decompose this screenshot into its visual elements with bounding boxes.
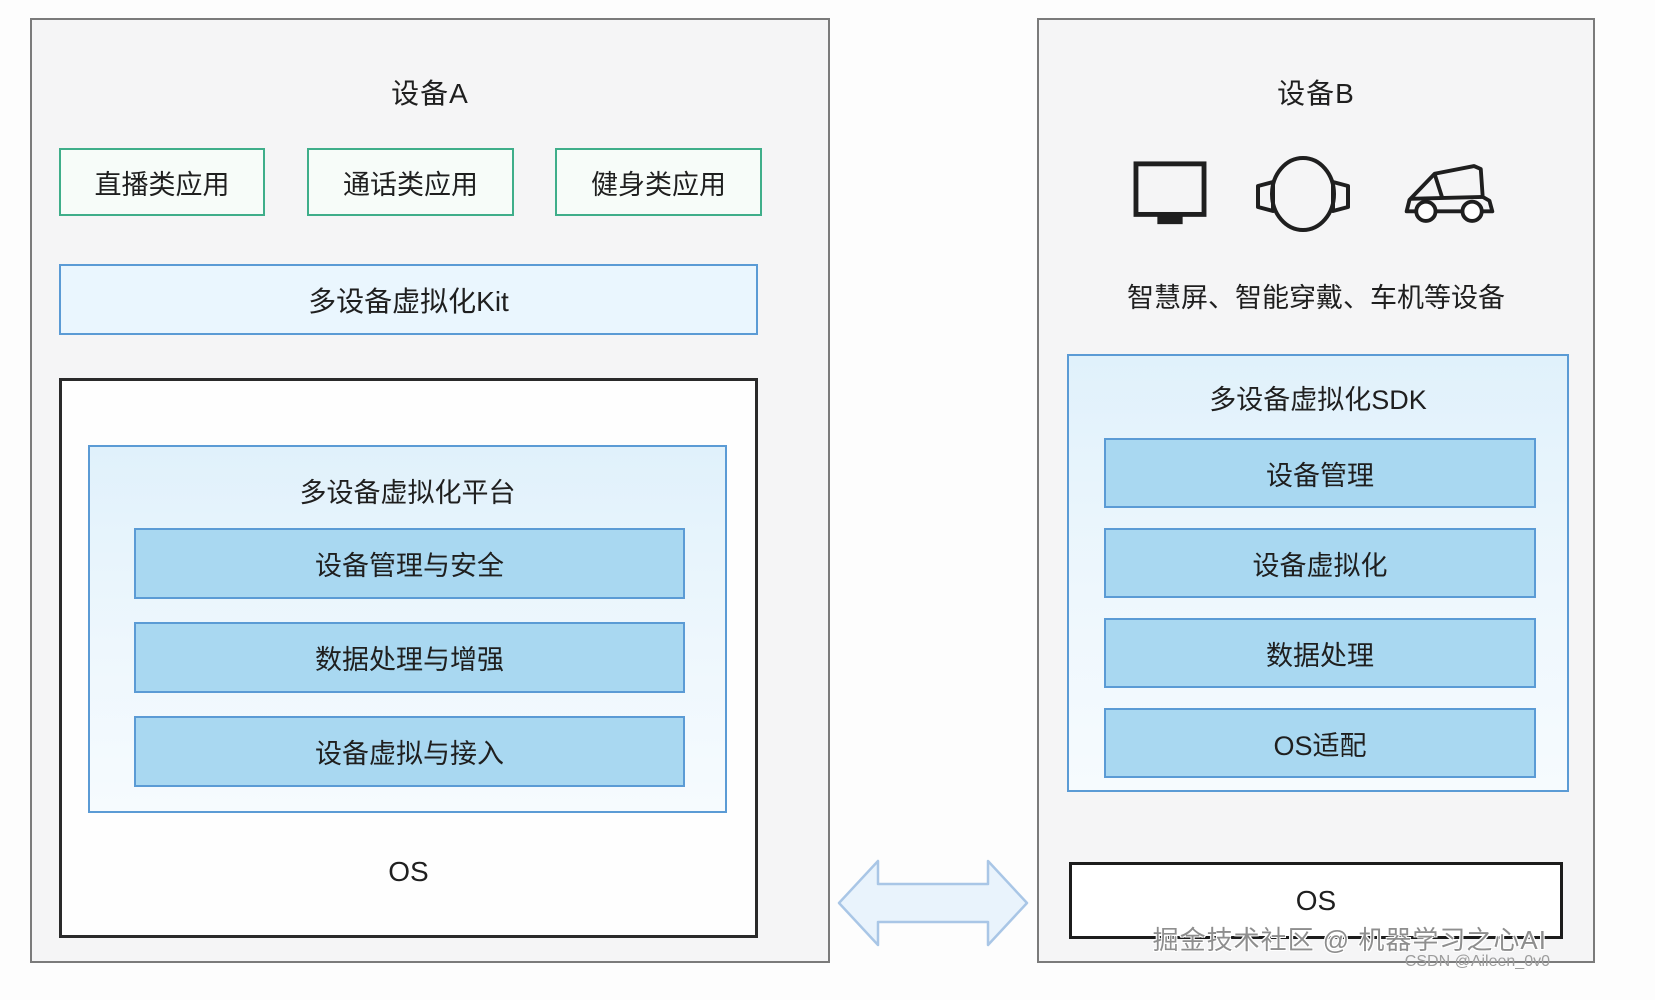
virtualization-sdk-title: 多设备虚拟化SDK bbox=[1209, 385, 1427, 415]
module-device-mgmt-security: 设备管理与安全 bbox=[134, 528, 685, 599]
module-label: 设备虚拟与接入 bbox=[315, 739, 504, 769]
device-b-os-label: OS bbox=[1295, 884, 1337, 916]
device-a-title: 设备A bbox=[391, 78, 469, 109]
device-b-os-box: OS bbox=[1069, 862, 1563, 939]
watermark-csdn: CSDN @Aileen_0v0 bbox=[1404, 953, 1550, 970]
watermark-juejin: 掘金技术社区 @ 机器学习之心AI bbox=[1152, 925, 1547, 955]
device-b-panel: 设备B bbox=[1037, 18, 1595, 963]
module-device-virtualization: 设备虚拟化 bbox=[1104, 528, 1536, 598]
module-device-management: 设备管理 bbox=[1104, 438, 1536, 508]
app-box-fitness: 健身类应用 bbox=[555, 148, 762, 216]
module-label: 设备管理与安全 bbox=[315, 551, 504, 581]
module-device-virtualization-access: 设备虚拟与接入 bbox=[134, 716, 685, 787]
virtualization-kit-box: 多设备虚拟化Kit bbox=[59, 264, 758, 335]
app-box-live: 直播类应用 bbox=[59, 148, 265, 216]
device-b-caption: 智慧屏、智能穿戴、车机等设备 bbox=[1127, 283, 1505, 313]
car-icon bbox=[1397, 155, 1501, 233]
virtualization-platform-box: 多设备虚拟化平台 设备管理与安全 数据处理与增强 设备虚拟与接入 bbox=[88, 445, 727, 813]
device-a-panel: 设备A 直播类应用 通话类应用 健身类应用 多设备虚拟化Kit 多设备虚拟化平台… bbox=[30, 18, 830, 963]
module-label: OS适配 bbox=[1273, 730, 1367, 761]
smart-watch-icon bbox=[1253, 154, 1353, 234]
app-box-live-label: 直播类应用 bbox=[94, 169, 230, 200]
device-a-os-container: 多设备虚拟化平台 设备管理与安全 数据处理与增强 设备虚拟与接入 OS bbox=[59, 378, 758, 938]
module-label: 数据处理 bbox=[1266, 640, 1374, 671]
module-data-processing-enhancement: 数据处理与增强 bbox=[134, 622, 685, 693]
module-label: 数据处理与增强 bbox=[315, 645, 504, 675]
virtualization-platform-title: 多设备虚拟化平台 bbox=[299, 478, 516, 508]
module-label: 设备虚拟化 bbox=[1252, 550, 1388, 581]
app-box-call-label: 通话类应用 bbox=[343, 169, 478, 200]
device-a-os-label: OS bbox=[388, 856, 429, 887]
app-box-fitness-label: 健身类应用 bbox=[591, 169, 726, 200]
device-b-title: 设备B bbox=[1277, 78, 1355, 109]
virtualization-kit-label: 多设备虚拟化Kit bbox=[308, 285, 509, 317]
virtualization-sdk-box: 多设备虚拟化SDK 设备管理 设备虚拟化 数据处理 OS适配 bbox=[1067, 354, 1569, 792]
module-os-adaptation: OS适配 bbox=[1104, 708, 1536, 778]
module-data-processing: 数据处理 bbox=[1104, 618, 1536, 688]
app-box-call: 通话类应用 bbox=[307, 148, 514, 216]
bidirectional-arrow-icon bbox=[836, 852, 1030, 954]
module-label: 设备管理 bbox=[1266, 460, 1374, 491]
device-b-icons-row bbox=[1039, 152, 1593, 236]
smart-screen-icon bbox=[1131, 159, 1209, 229]
